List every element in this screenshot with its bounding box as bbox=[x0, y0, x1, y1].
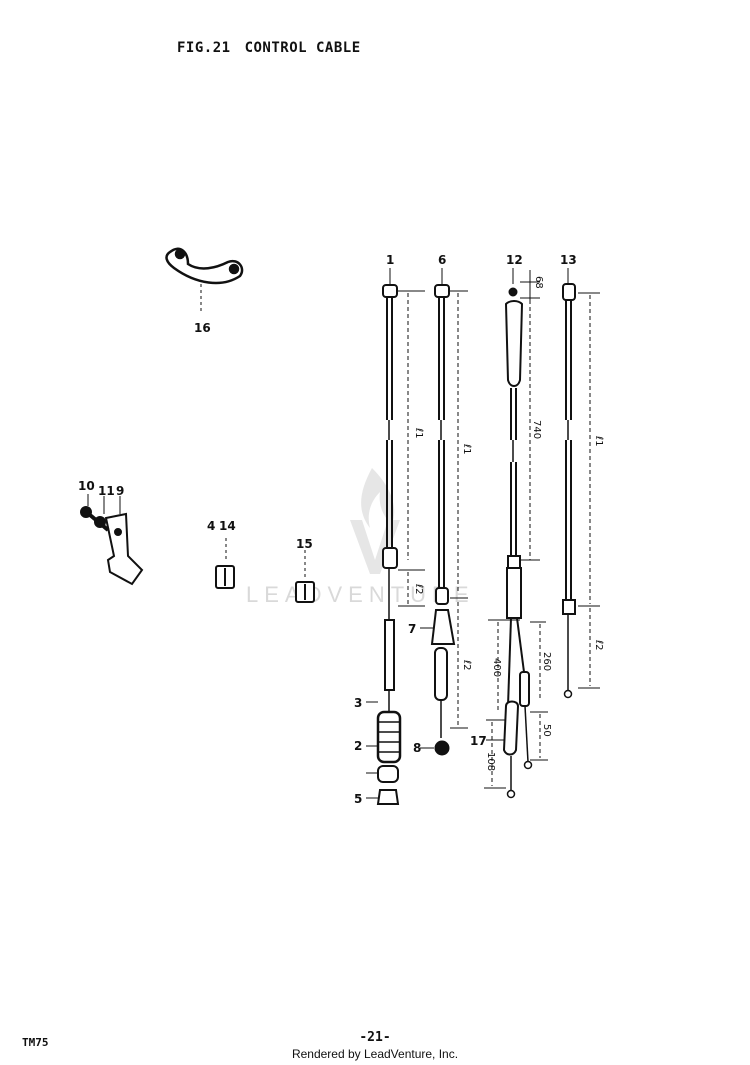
dim-l1-cable-6: ℓ1 bbox=[461, 444, 472, 455]
figure-caption: CONTROL CABLE bbox=[244, 40, 361, 56]
dim-400: 400 bbox=[491, 658, 502, 677]
part-14-grommet bbox=[215, 538, 235, 589]
dimension-labels: ℓ1 ℓ2 ℓ1 ℓ2 740 68 400 260 108 50 ℓ1 ℓ2 bbox=[413, 276, 604, 771]
dim-50: 50 bbox=[541, 724, 552, 737]
cable-12-assembly bbox=[484, 268, 548, 799]
dim-108: 108 bbox=[485, 752, 496, 771]
part-label-12: 12 bbox=[506, 253, 523, 267]
dim-l1-cable-13: ℓ1 bbox=[593, 436, 604, 447]
part-9-bracket bbox=[80, 494, 144, 586]
dim-740: 740 bbox=[531, 420, 542, 439]
part-label-13: 13 bbox=[560, 253, 577, 267]
cable-6-assembly bbox=[420, 268, 468, 756]
cable-13-assembly bbox=[562, 268, 600, 699]
part-label-15: 15 bbox=[296, 537, 313, 551]
figure-number: FIG.21 bbox=[177, 40, 231, 56]
dim-l1-cable-1: ℓ1 bbox=[413, 428, 424, 439]
watermark-text: LEADVENTURE bbox=[246, 582, 475, 607]
part-label-9: 9 bbox=[116, 484, 124, 498]
rendered-by-credit: Rendered by LeadVenture, Inc. bbox=[291, 1047, 459, 1061]
part-number-labels: 1 2 3 4 5 6 7 8 9 10 11 12 13 14 15 16 1… bbox=[78, 253, 577, 806]
part-label-2: 2 bbox=[354, 739, 362, 753]
part-label-16: 16 bbox=[194, 321, 211, 335]
model-code: TM75 bbox=[22, 1036, 49, 1049]
part-label-1: 1 bbox=[386, 253, 394, 267]
part-label-8: 8 bbox=[413, 741, 421, 755]
cable-1-assembly bbox=[366, 268, 425, 805]
part-label-3: 3 bbox=[354, 696, 362, 710]
part-15-grommet bbox=[295, 550, 315, 603]
part-label-6: 6 bbox=[438, 253, 446, 267]
dim-l2-cable-1: ℓ2 bbox=[413, 584, 424, 595]
page-number: -21- bbox=[359, 1030, 391, 1045]
part-label-10: 10 bbox=[78, 479, 95, 493]
part-label-5: 5 bbox=[354, 792, 362, 806]
dim-260: 260 bbox=[541, 652, 552, 671]
part-label-7: 7 bbox=[408, 622, 416, 636]
part-label-11: 11 bbox=[98, 484, 115, 498]
dim-68: 68 bbox=[533, 276, 544, 289]
part-label-17: 17 bbox=[470, 734, 487, 748]
figure-title: FIG.21 CONTROL CABLE bbox=[177, 40, 361, 56]
dim-l2-cable-13: ℓ2 bbox=[593, 640, 604, 651]
dim-l2-cable-6: ℓ2 bbox=[461, 660, 472, 671]
part-label-14: 14 bbox=[219, 519, 236, 533]
part-label-4: 4 bbox=[207, 519, 215, 533]
part-16-clamp bbox=[165, 247, 244, 314]
